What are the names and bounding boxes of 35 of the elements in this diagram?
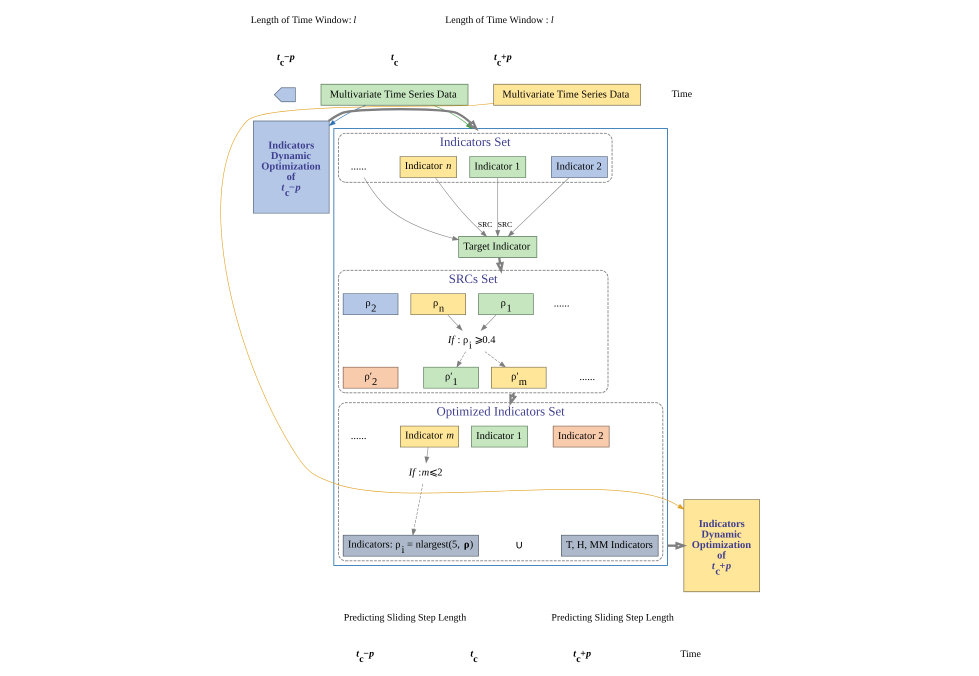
node-box: Indicator 2	[550, 156, 608, 178]
node-box: Multivariate Time Series Data	[320, 84, 468, 106]
arrow	[484, 351, 506, 368]
label: Length of Time Window: l	[250, 15, 356, 26]
arrow	[411, 484, 423, 536]
node-pentagon	[273, 87, 296, 102]
arrow	[480, 314, 496, 331]
node-box: Indicator n	[399, 156, 456, 178]
label: Predicting Sliding Step Length	[343, 612, 466, 624]
node-text: If :m⩽2	[408, 467, 442, 478]
arrow	[446, 314, 462, 331]
node-text: ......	[578, 372, 595, 384]
node-text: ......	[350, 431, 366, 442]
label: Length of Time Window : l	[444, 15, 554, 26]
node-text: ......	[553, 298, 569, 310]
arrow	[494, 177, 500, 238]
node-box: Multivariate Time Series Data	[492, 84, 641, 106]
label: ∪	[514, 538, 524, 552]
node-box: Indicator m	[399, 426, 459, 448]
arrow	[434, 177, 487, 238]
arrow	[363, 177, 459, 241]
node-text: ......	[350, 162, 366, 173]
label: Time	[680, 649, 700, 660]
arrow	[507, 177, 569, 237]
cluster	[332, 128, 668, 566]
node-box: Indicator 1	[470, 426, 528, 448]
node-box: Indicator 2	[552, 426, 610, 448]
node-box: T, H, MM Indicators	[560, 534, 658, 557]
label: Predicting Sliding Step Length	[550, 612, 674, 624]
label: Time	[671, 89, 692, 100]
arrow	[667, 542, 687, 550]
node-box: Target Indicator	[458, 236, 537, 258]
arrow	[456, 351, 466, 368]
arrow	[424, 446, 429, 464]
node-box: Indicator 1	[468, 156, 526, 178]
